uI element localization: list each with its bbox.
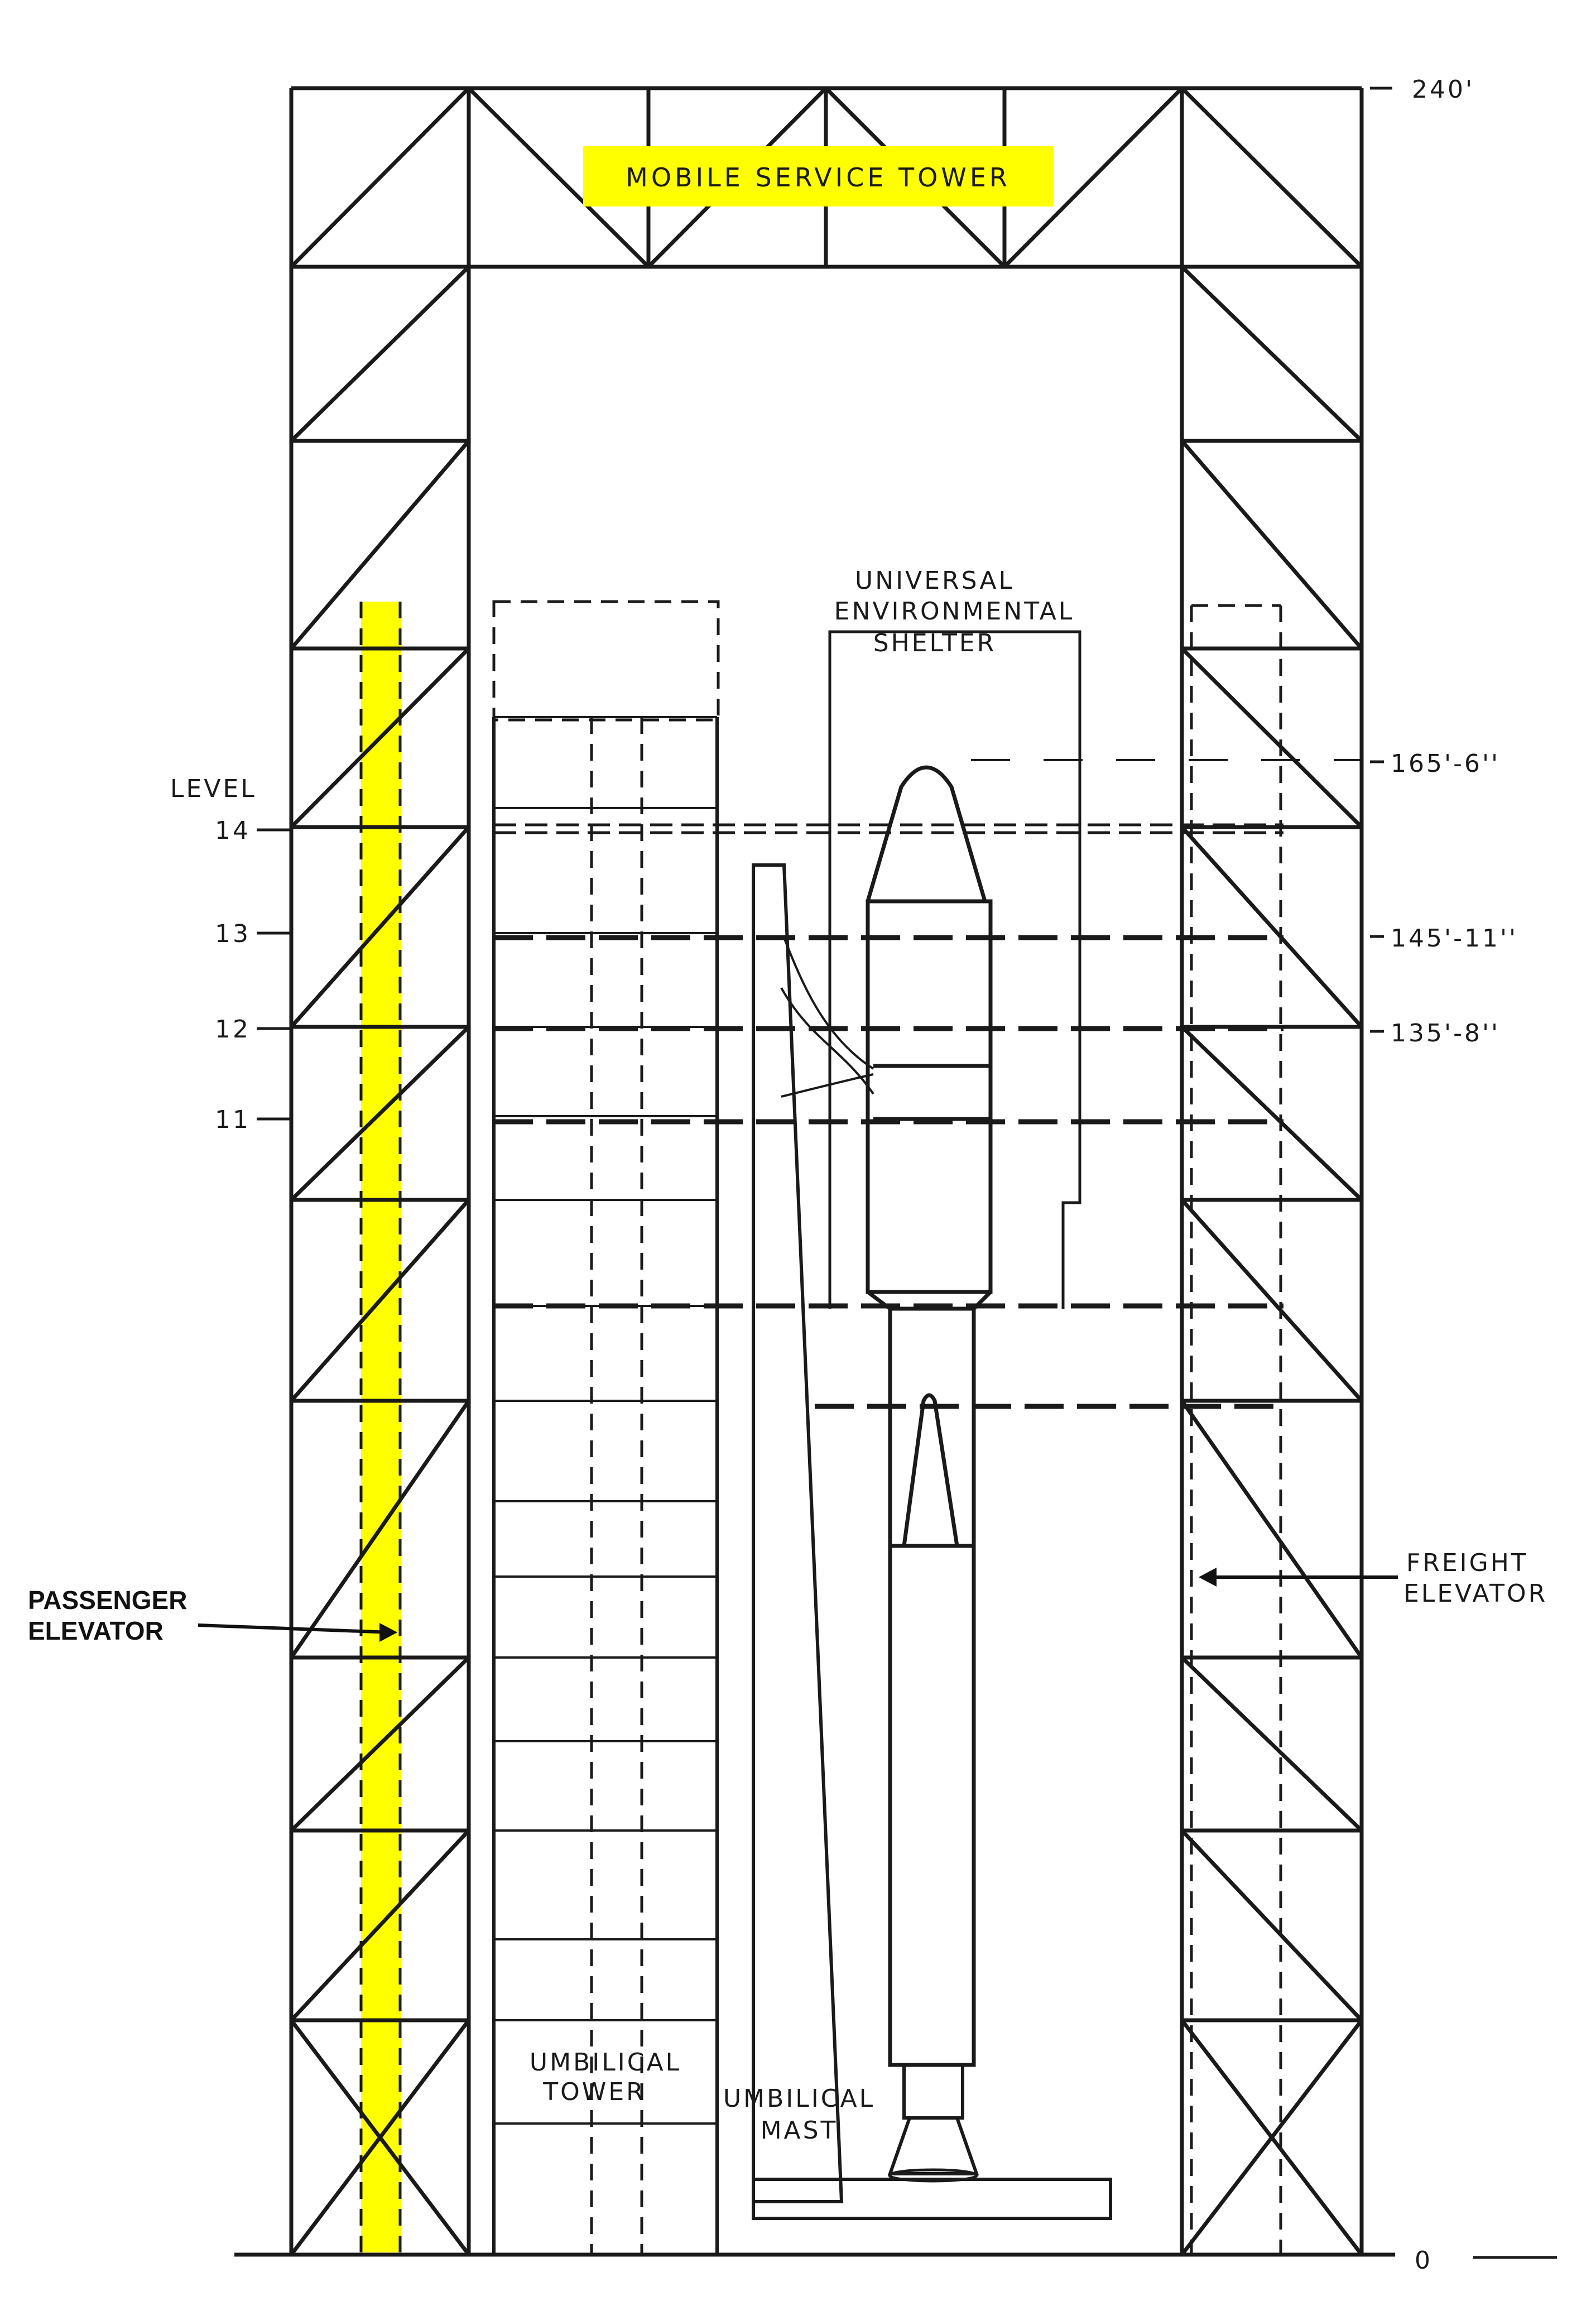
passenger-elevator-label-line2: ELEVATOR xyxy=(28,1616,164,1645)
launch-platform xyxy=(752,2178,1112,2220)
height-ticks xyxy=(1370,87,1557,2259)
umbilical-mast-label-line1: UMBILICAL xyxy=(723,2084,875,2113)
shelter-label-line2: ENVIRONMENTAL xyxy=(834,597,1075,626)
level-heading: LEVEL xyxy=(170,775,257,803)
level-12-label: 12 xyxy=(215,1015,251,1044)
passenger-elevator-label-line1: PASSENGER xyxy=(28,1586,187,1615)
top-height-label: 240' xyxy=(1412,75,1474,104)
passenger-elevator-arrow xyxy=(198,1623,397,1642)
freight-elevator-arrow xyxy=(1199,1568,1398,1587)
level-13-label: 13 xyxy=(215,920,251,948)
umbilical-tower xyxy=(492,600,720,2255)
umbilical-tower-label-line2: TOWER xyxy=(542,2078,645,2106)
level-11-label: 11 xyxy=(215,1106,251,1134)
umbilical-mast xyxy=(752,863,844,2203)
mobile-service-tower-frame xyxy=(289,86,1364,2256)
height-135-label: 135'-8'' xyxy=(1391,1019,1500,1048)
height-165-label: 165'-6'' xyxy=(1391,750,1500,778)
level-14-label: 14 xyxy=(215,816,251,845)
umbilical-mast-label-line2: MAST xyxy=(761,2116,838,2145)
freight-elevator-shaft xyxy=(1190,604,1282,2255)
height-145-label: 145'-11'' xyxy=(1391,924,1518,953)
launch-vehicle xyxy=(866,765,993,2183)
umbilical-mast-cables xyxy=(780,937,874,1098)
environmental-shelter-outline xyxy=(828,630,1081,1309)
tower-title-highlight xyxy=(583,146,1053,206)
ground-height-label: 0 xyxy=(1415,2246,1432,2275)
level-ticks xyxy=(257,828,290,1121)
freight-elevator-label-line2: ELEVATOR xyxy=(1403,1579,1547,1608)
shelter-label-line1: UNIVERSAL xyxy=(855,566,1015,595)
freight-elevator-label-line1: FREIGHT xyxy=(1406,1549,1528,1577)
umbilical-tower-label-line1: UMBILICAL xyxy=(530,2048,681,2077)
tower-title: MOBILE SERVICE TOWER xyxy=(626,162,1011,193)
passenger-elevator-highlight xyxy=(361,602,401,2252)
shelter-label-line3: SHELTER xyxy=(873,629,997,657)
